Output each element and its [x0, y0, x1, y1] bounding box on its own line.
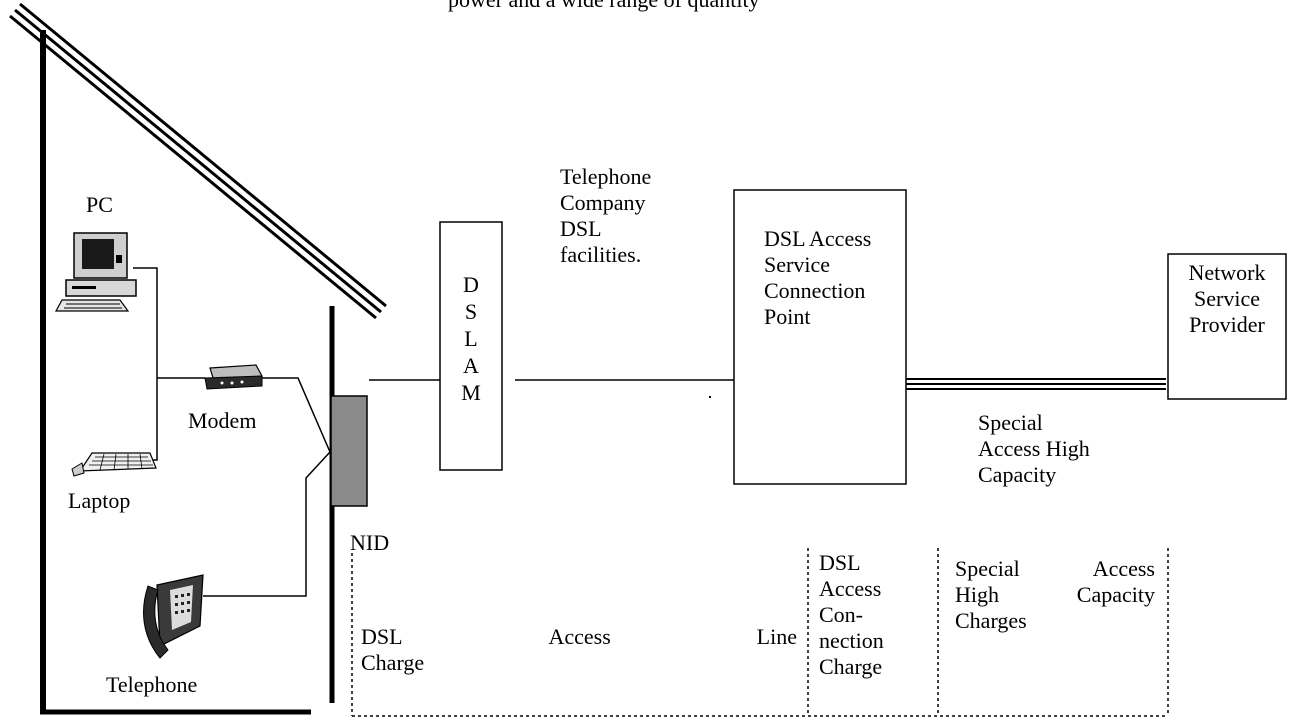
- connection-charge-label: DSL Access Con- nection Charge: [819, 550, 884, 679]
- nsp-label: Network Service Provider: [1188, 260, 1266, 337]
- modem-icon: [204, 364, 263, 390]
- pc-icon: [54, 232, 137, 312]
- charge-region-borders: [351, 548, 1169, 717]
- dslam-letter-m: M: [461, 380, 481, 405]
- nid-label: NID: [350, 530, 390, 555]
- house-roof: [9, 2, 387, 320]
- access-word: Access: [1092, 556, 1155, 581]
- nid-box: [330, 395, 368, 507]
- nsp-box: [1167, 253, 1287, 400]
- header-fragment: power and a wide range of quantity: [448, 0, 760, 13]
- special-charges-row-1: Special Access: [955, 556, 1155, 582]
- dslam-letter-s: S: [464, 299, 478, 324]
- laptop-label: Laptop: [68, 488, 131, 513]
- dslam-letter-l: L: [464, 326, 478, 351]
- stray-dot: [709, 396, 711, 398]
- dsl-line-charge-row: DSL Access Line: [361, 624, 797, 650]
- special-word: Special: [955, 556, 1020, 581]
- dslam-box: [439, 221, 503, 471]
- dsl-line-word: DSL: [361, 624, 403, 649]
- telephone-icon: [143, 574, 204, 659]
- connection-point-label: DSL Access Service Connection Point: [764, 226, 872, 329]
- connection-point-box: [733, 189, 907, 485]
- special-charges-tail: Charges: [955, 608, 1027, 633]
- high-word: High: [955, 582, 999, 607]
- telephone-label: Telephone: [106, 672, 198, 697]
- laptop-icon: [71, 452, 157, 477]
- special-access-link-label: Special Access High Capacity: [978, 410, 1090, 487]
- modem-label: Modem: [188, 408, 257, 433]
- pc-label: PC: [86, 192, 113, 217]
- special-charges-row-2: High Capacity: [955, 582, 1155, 608]
- access-line-word: Access: [548, 624, 611, 649]
- dslam-letter-a: A: [463, 353, 479, 378]
- dslam-letter-d: D: [463, 272, 479, 297]
- capacity-word: Capacity: [1076, 582, 1155, 607]
- telco-facilities-label: Telephone Company DSL facilities.: [560, 164, 652, 267]
- line-word: Line: [756, 624, 797, 649]
- dsl-line-charge-tail: Charge: [361, 650, 425, 675]
- special-access-link: [906, 378, 1166, 390]
